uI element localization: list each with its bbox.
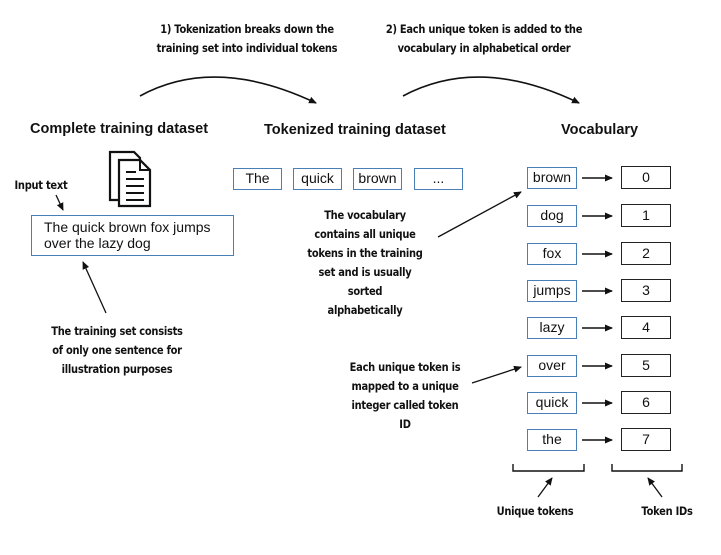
token-ids-bracket — [611, 464, 683, 472]
training-set-arrow — [82, 261, 107, 314]
step1-arc-arrow — [139, 76, 317, 104]
vocab-contains-arrow — [437, 191, 522, 238]
annotation-line: set and is usually — [318, 265, 412, 279]
vocab-id: 7 — [621, 428, 671, 451]
heading-vocabulary: Vocabulary — [561, 122, 639, 138]
vocab-id: 1 — [621, 204, 671, 227]
annotation-training-set: The training set consists of only one se… — [44, 322, 190, 379]
annotation-line: alphabetically — [327, 303, 403, 317]
annotation-line: The vocabulary — [324, 208, 406, 222]
vocab-id: 5 — [621, 354, 671, 377]
annotation-line: Each unique token is — [349, 360, 461, 374]
vocab-id: 3 — [621, 279, 671, 302]
step2-caption: 2) Each unique token is added to the voc… — [381, 20, 587, 58]
annotation-line: tokens in the training — [307, 246, 423, 260]
vocab-id: 2 — [621, 242, 671, 265]
annotation-vocab-contains: The vocabulary contains all unique token… — [307, 206, 423, 320]
annotation-line: of only one sentence for — [52, 343, 182, 357]
token-ids-arrow — [647, 477, 663, 498]
heading-tokenized-dataset: Tokenized training dataset — [264, 122, 446, 138]
annotation-line: sorted — [347, 284, 383, 298]
mapping-arrows — [582, 174, 613, 444]
vocab-token: fox — [527, 243, 577, 265]
vocab-token: the — [527, 429, 577, 451]
vocab-token: dog — [527, 205, 577, 227]
annotation-line: The training set consists — [51, 324, 183, 338]
unique-tokens-arrow — [537, 477, 553, 498]
vocab-token: over — [527, 355, 577, 377]
step1-caption: 1) Tokenization breaks down the training… — [152, 20, 343, 58]
step2-line2: vocabulary in alphabetical order — [397, 41, 571, 55]
step2-line1: 2) Each unique token is added to the — [385, 22, 583, 36]
document-icon — [108, 150, 152, 208]
input-text-box: The quick brown fox jumps over the lazy … — [31, 215, 234, 256]
vocab-token: jumps — [527, 280, 577, 302]
step1-line2: training set into individual tokens — [156, 41, 338, 55]
annotation-token-ids: Token IDs — [641, 504, 693, 518]
mapped-arrow — [471, 365, 522, 384]
token-box: quick — [293, 168, 342, 190]
annotation-mapped: Each unique token is mapped to a unique … — [349, 358, 461, 434]
vocab-id: 4 — [621, 316, 671, 339]
unique-tokens-bracket — [512, 464, 585, 472]
input-label-arrow — [55, 194, 64, 211]
input-text-line1: The quick brown fox jumps — [44, 219, 211, 235]
annotation-line: illustration purposes — [61, 362, 173, 376]
step1-line1: 1) Tokenization breaks down the — [160, 22, 334, 36]
input-text-line2: over the lazy dog — [44, 235, 151, 251]
vocab-token: brown — [527, 167, 577, 189]
token-box: brown — [353, 168, 402, 190]
step2-arc-arrow — [402, 76, 580, 104]
annotation-line: mapped to a unique — [351, 379, 459, 393]
token-box-ellipsis: ... — [414, 168, 463, 190]
heading-complete-dataset: Complete training dataset — [30, 121, 209, 137]
annotation-unique-tokens: Unique tokens — [496, 504, 574, 518]
vocab-id: 6 — [621, 391, 671, 414]
token-box: The — [233, 168, 282, 190]
annotation-line: ID — [399, 417, 411, 431]
input-text-label: Input text — [14, 178, 68, 192]
annotation-line: integer called token — [351, 398, 459, 412]
vocab-id: 0 — [621, 166, 671, 189]
vocab-token: quick — [527, 392, 577, 414]
vocab-token: lazy — [527, 317, 577, 339]
annotation-line: contains all unique — [314, 227, 416, 241]
